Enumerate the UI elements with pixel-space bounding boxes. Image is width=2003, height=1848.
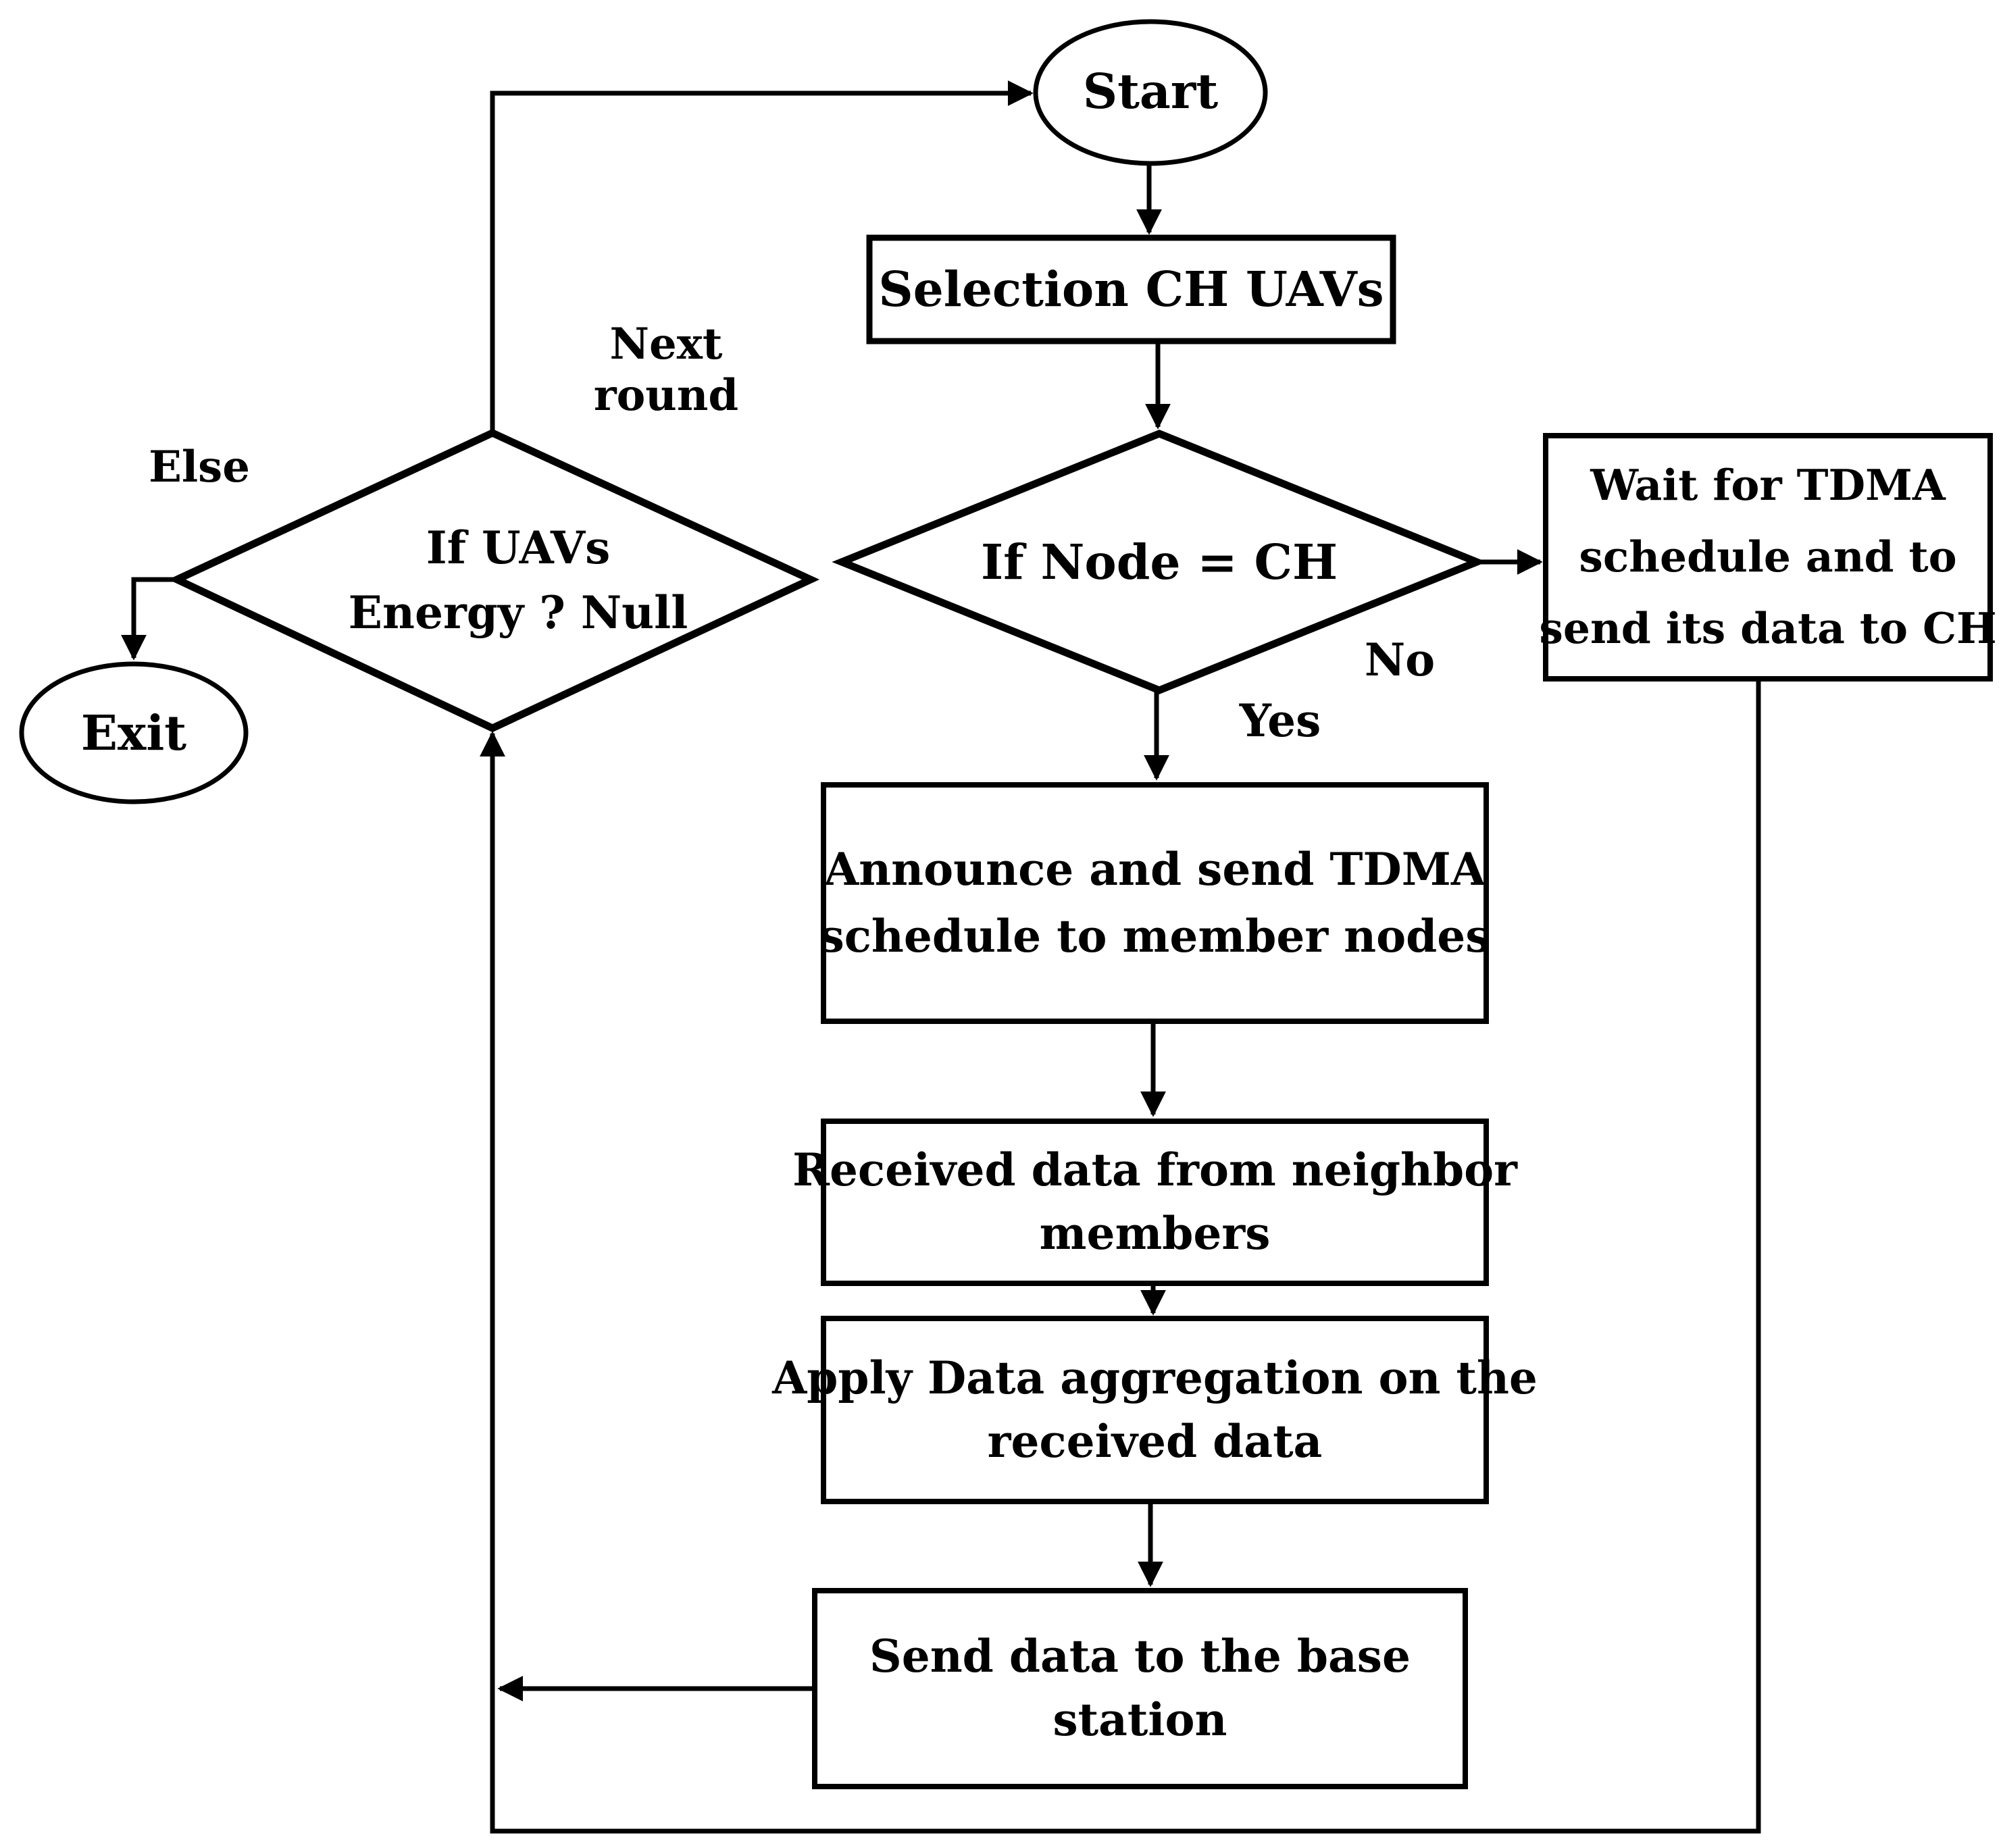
send-node-label: Send data to the base station — [815, 1591, 1465, 1787]
received-process-shape — [821, 1119, 1489, 1286]
node-check-label: If Node = CH — [842, 434, 1477, 690]
start-terminator-shape — [1033, 19, 1268, 166]
announce-text-line-1: Announce and send TDMA — [823, 843, 1486, 896]
selection-node-label: Selection CH UAVs — [869, 238, 1393, 341]
start-text: Start — [1082, 62, 1219, 120]
send-process-shape — [812, 1588, 1468, 1789]
start-node-label: Start — [1036, 22, 1265, 161]
edge-wait-loop-to-energy-check — [480, 679, 1761, 1834]
next-round-text-line-1: Next — [609, 319, 723, 370]
apply-text-line-1: Apply Data aggregation on the — [772, 1351, 1538, 1404]
exit-text: Exit — [80, 704, 187, 761]
selection-text: Selection CH UAVs — [878, 261, 1384, 318]
no-edge-label: No — [1325, 623, 1474, 698]
apply-node-label: Apply Data aggregation on the received d… — [772, 1318, 1538, 1502]
energy-check-decision-shape — [168, 428, 820, 733]
received-text-line-2: members — [1039, 1207, 1271, 1260]
no-text: No — [1364, 634, 1436, 687]
received-node-label: Received data from neighbor members — [792, 1121, 1517, 1283]
send-text-line-2: station — [1053, 1693, 1227, 1746]
energy-check-text-line-1: If UAVs — [426, 521, 611, 574]
energy-check-text-line-2: Energy ? Null — [348, 586, 688, 639]
node-check-text: If Node = CH — [980, 533, 1338, 590]
wait-process-shape — [1543, 433, 1993, 682]
node-check-decision-shape — [832, 430, 1487, 694]
announce-process-shape — [821, 782, 1489, 1024]
apply-text-line-2: received data — [987, 1414, 1323, 1468]
energy-check-label: If UAVs Energy ? Null — [177, 433, 815, 728]
announce-text-line-2: schedule to member nodes — [819, 910, 1491, 962]
next-round-edge-label: Next round — [559, 316, 773, 424]
edge-else-to-exit — [121, 577, 177, 661]
exit-node-label: Exit — [22, 664, 246, 802]
announce-node-label: Announce and send TDMA schedule to membe… — [819, 785, 1491, 1021]
yes-text: Yes — [1239, 694, 1321, 748]
selection-process-shape — [866, 234, 1396, 344]
received-text-line-1: Received data from neighbor — [792, 1144, 1517, 1197]
wait-node-label: Wait for TDMA schedule and to send its d… — [1539, 436, 1996, 679]
apply-process-shape — [821, 1316, 1489, 1504]
next-round-text-line-2: round — [593, 370, 739, 421]
wait-text-line-2: schedule and to — [1579, 532, 1957, 582]
else-edge-label: Else — [125, 432, 274, 503]
edge-next-round-to-start — [490, 80, 1034, 433]
wait-text-line-3: send its data to CH — [1539, 602, 1997, 653]
send-text-line-1: Send data to the base — [869, 1630, 1411, 1683]
wait-text-line-1: Wait for TDMA — [1590, 460, 1946, 511]
exit-terminator-shape — [19, 661, 249, 804]
yes-edge-label: Yes — [1202, 684, 1358, 759]
else-text: Else — [149, 442, 250, 493]
